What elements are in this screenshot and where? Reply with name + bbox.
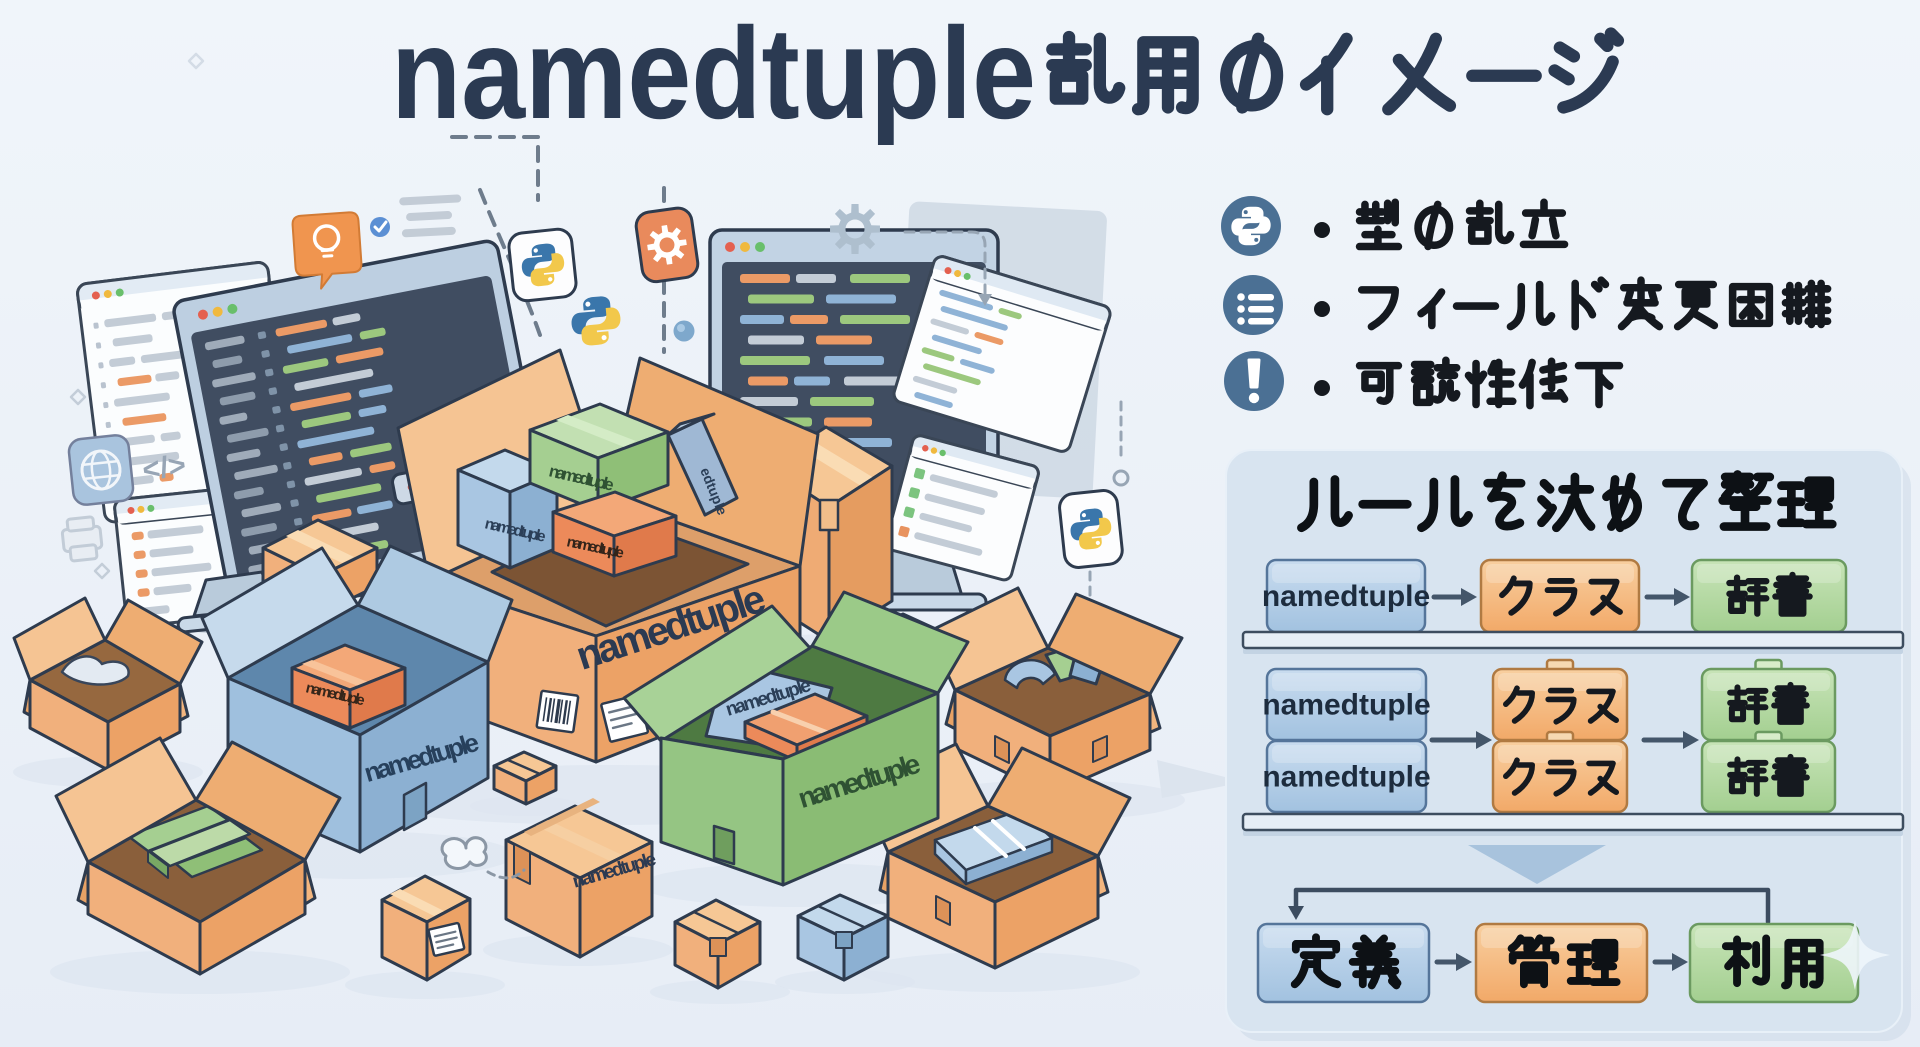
- svg-text:namedtuple: namedtuple: [1262, 761, 1430, 794]
- svg-text:</>: </>: [140, 449, 188, 488]
- svg-text:namedtuple: namedtuple: [1262, 689, 1430, 722]
- svg-text:namedtuple: namedtuple: [391, 0, 1036, 146]
- svg-text:namedtuple: namedtuple: [1262, 580, 1430, 613]
